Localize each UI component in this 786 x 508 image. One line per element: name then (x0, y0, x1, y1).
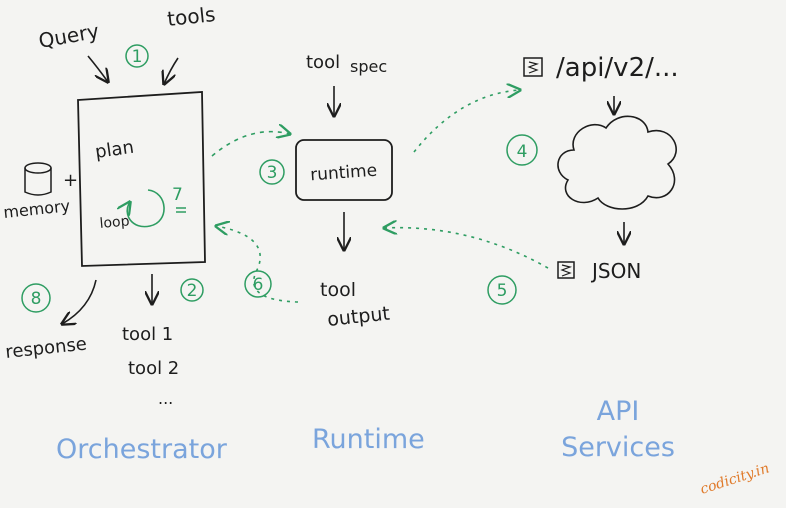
step-4-badge: 4 (506, 134, 538, 166)
tool-2-label: tool 2 (128, 358, 179, 379)
query-label: Query (37, 19, 101, 53)
query-arrow (87, 55, 108, 82)
loop-arrow (127, 189, 165, 228)
orchestrator-to-runtime-arrow (211, 132, 290, 157)
svg-text:4: 4 (517, 142, 528, 162)
svg-text:1: 1 (132, 47, 143, 67)
database-icon (24, 162, 52, 196)
tool-1-label: tool 1 (122, 324, 173, 345)
svg-text:8: 8 (31, 289, 42, 309)
svg-text:5: 5 (497, 281, 508, 301)
orchestrator-box (77, 91, 206, 267)
api-service-cloud (557, 115, 677, 210)
step-8-badge: 8 (21, 283, 51, 313)
svg-text:3: 3 (267, 163, 278, 183)
tool-spec-line1: tool (306, 52, 340, 73)
response-arrow (62, 279, 97, 324)
runtime-box (295, 139, 393, 201)
api-section-title-line2: Services (561, 432, 675, 463)
tool-spec-line2: spec (350, 57, 387, 76)
tool-output-line2: output (326, 303, 391, 331)
orchestrator-section-title: Orchestrator (56, 434, 228, 465)
svg-text:2: 2 (187, 281, 198, 301)
tools-label: tools (166, 2, 217, 31)
json-label: JSON (590, 259, 641, 283)
json-doc-icon (557, 261, 575, 279)
api-endpoint-label: /api/v2/... (556, 53, 679, 83)
step-5-badge: 5 (487, 275, 517, 305)
plan-label: plan (94, 137, 135, 163)
step-7-badge: 7 (172, 185, 186, 213)
step-6-badge: 6 (244, 270, 272, 298)
step-1-badge: 1 (125, 44, 149, 68)
runtime-section-title: Runtime (312, 424, 425, 455)
api-doc-icon (523, 57, 543, 77)
brand-watermark: codicity.in (698, 460, 771, 497)
tool-output-line1: tool (320, 279, 356, 301)
svg-text:6: 6 (253, 275, 264, 295)
runtime-to-api-arrow (413, 90, 520, 153)
json-to-output-arrow (384, 228, 549, 269)
memory-plus: + (63, 170, 78, 191)
tools-arrow (164, 57, 179, 84)
step-3-badge: 3 (259, 159, 285, 185)
svg-text:7: 7 (172, 185, 183, 205)
step-2-badge: 2 (180, 278, 204, 302)
more-tools-label: ... (158, 389, 173, 408)
api-section-title-line1: API (597, 396, 640, 427)
runtime-box-label: runtime (310, 161, 378, 186)
loop-label: loop (99, 213, 130, 232)
memory-label: memory (2, 196, 70, 222)
response-label: response (4, 334, 88, 363)
